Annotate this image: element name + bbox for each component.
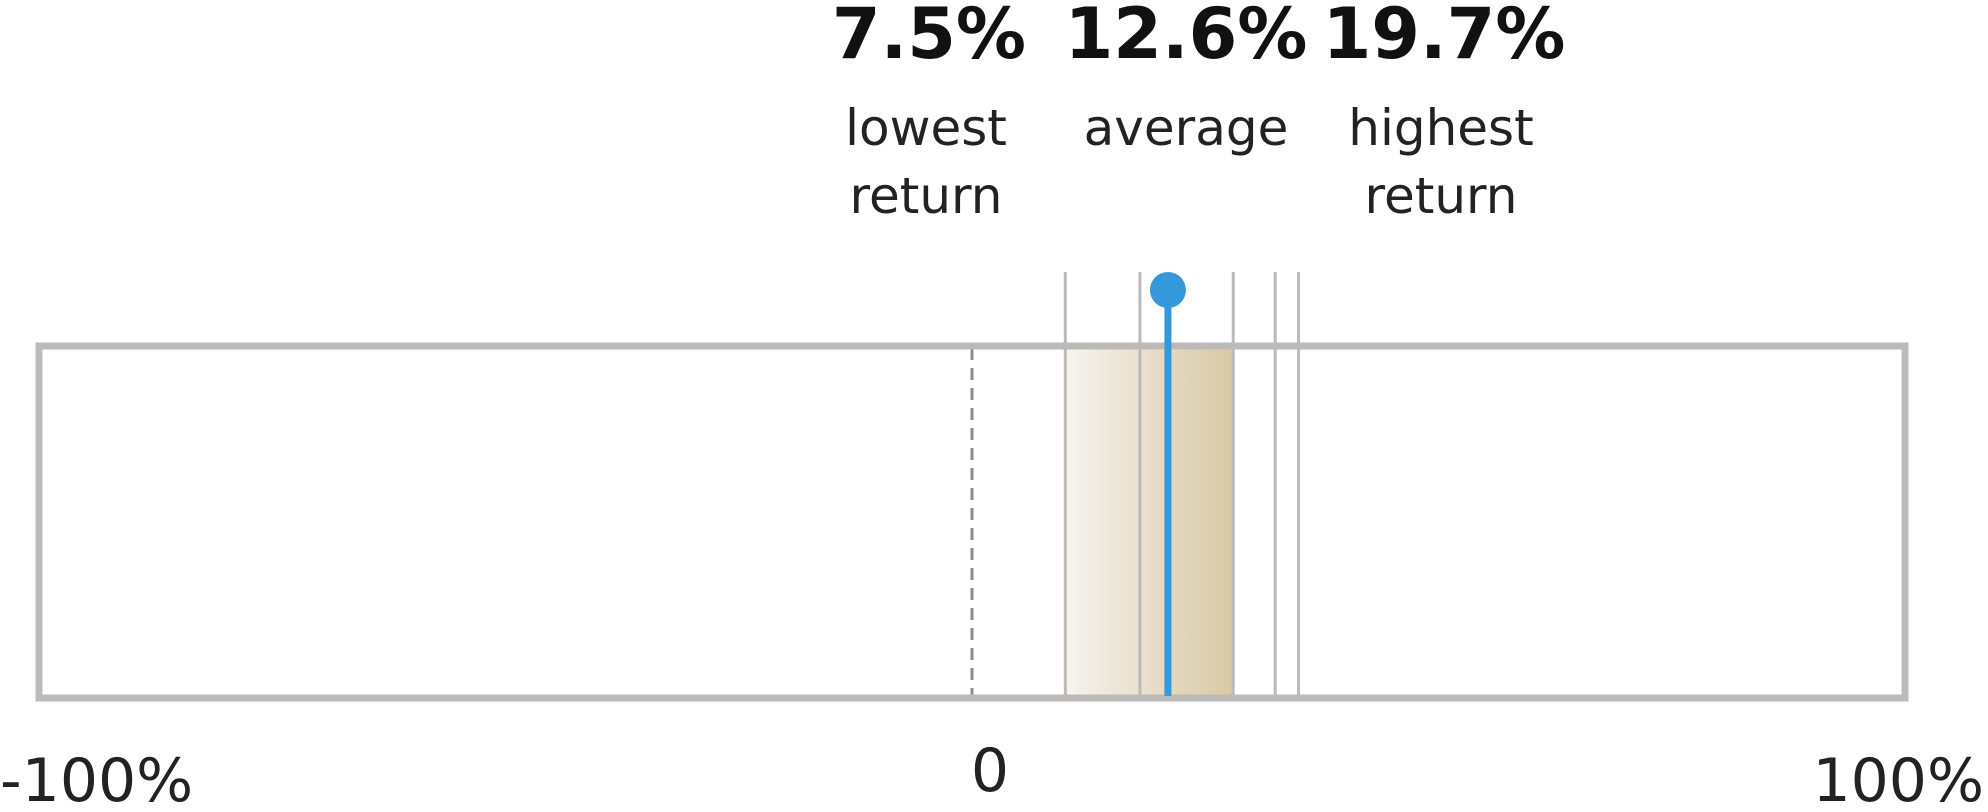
lowest-return-label-line-1: lowest [845, 99, 1007, 157]
lowest-return-value: 7.5% [832, 0, 1026, 75]
marker-dot [1149, 272, 1186, 308]
highest-return-label-line-2: return [1365, 167, 1518, 225]
axis-label-zero: 0 [971, 736, 1009, 806]
highest-return-value: 19.7% [1323, 0, 1566, 75]
average-return-label: average [1084, 99, 1289, 157]
range-frame [35, 342, 1909, 702]
shaded-return-band [1065, 348, 1234, 696]
average-return-value: 12.6% [1065, 0, 1308, 75]
highest-return-label-line-1: highest [1348, 99, 1533, 157]
lowest-return-label-line-2: return [850, 167, 1003, 225]
axis-label-max: 100% [1812, 746, 1984, 812]
axis-label-min: -100% [0, 746, 193, 812]
